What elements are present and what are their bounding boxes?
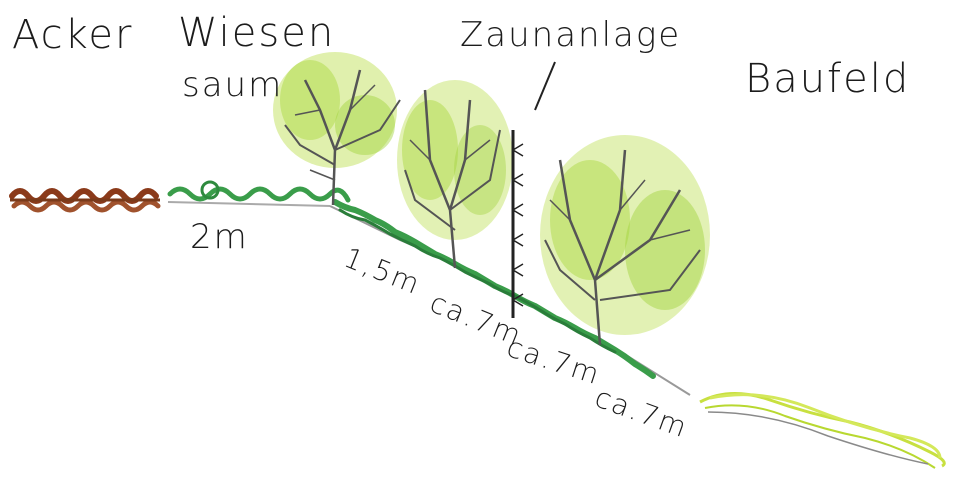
acker-field-strip bbox=[10, 191, 160, 210]
label-zaunanlage: Zaunanlage bbox=[460, 15, 681, 55]
shrub-3 bbox=[540, 135, 710, 345]
label-baufeld: Baufeld bbox=[745, 56, 910, 102]
baufeld-ground bbox=[700, 393, 944, 468]
meadow-strip bbox=[168, 182, 348, 206]
measure-section-4: ca.7m bbox=[591, 381, 693, 445]
label-acker: Acker bbox=[12, 12, 133, 58]
shrub-1 bbox=[273, 52, 400, 205]
fence-pointer-line bbox=[535, 62, 555, 110]
measure-section-1: 1,5m bbox=[339, 241, 425, 301]
label-saum: saum bbox=[182, 65, 283, 105]
fence-post bbox=[513, 130, 523, 318]
measure-meadow-width: 2m bbox=[190, 217, 249, 257]
label-wiesen: Wiesen bbox=[178, 10, 335, 56]
